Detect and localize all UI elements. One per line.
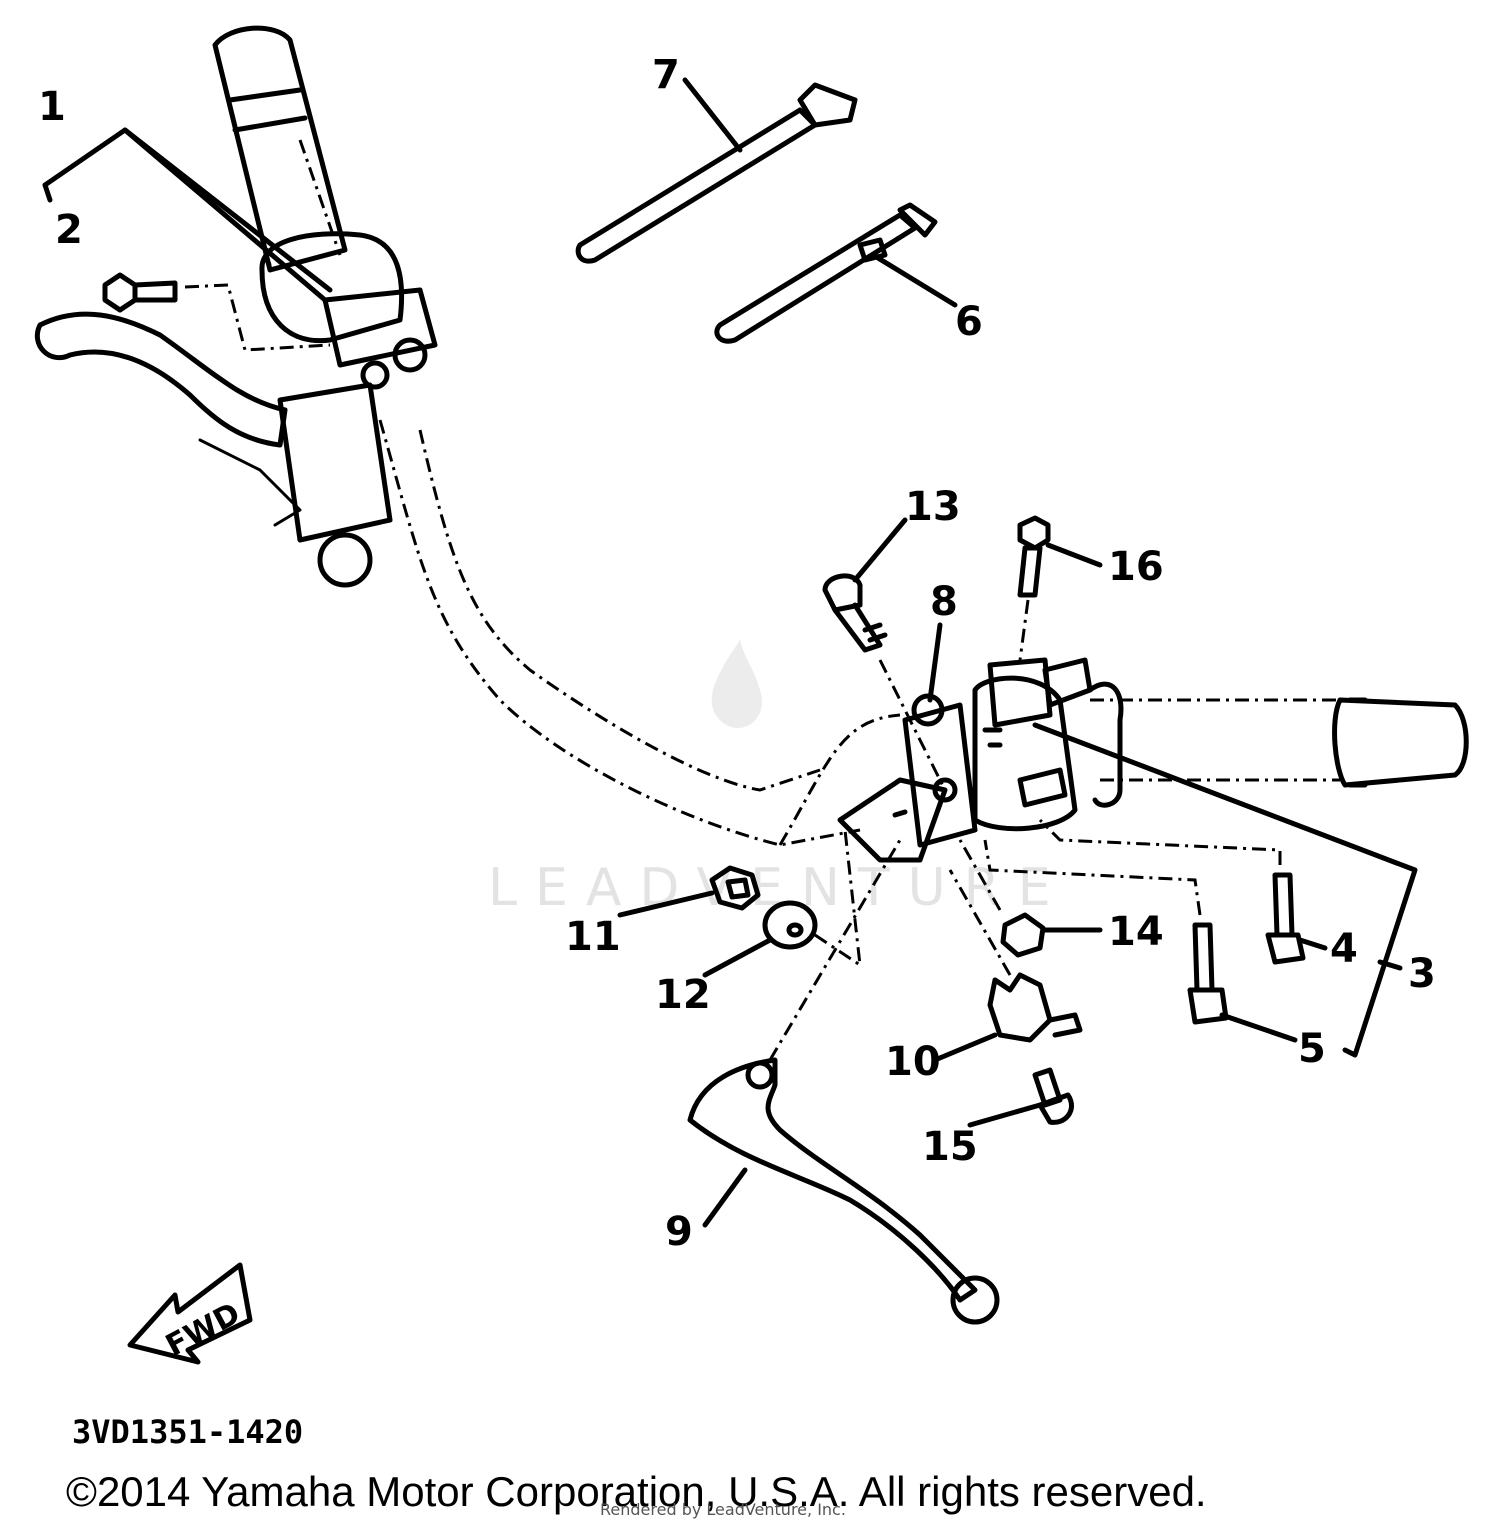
nut-14	[958, 839, 1103, 958]
lever-9	[687, 839, 1000, 1325]
callout-14: 14	[1108, 909, 1164, 955]
watermark-text: LEADVENTURE	[488, 858, 1069, 918]
callout-2: 2	[55, 207, 83, 253]
callout-7: 7	[652, 52, 680, 98]
callout-16: 16	[1108, 544, 1164, 590]
callout-10: 10	[885, 1039, 941, 1085]
screw-2	[102, 272, 331, 352]
fwd-arrow: FWD	[127, 1262, 253, 1365]
callout-13: 13	[905, 484, 961, 530]
screw-4	[1038, 818, 1328, 965]
fwd-label: FWD	[160, 1296, 246, 1364]
bracket-1	[42, 127, 333, 303]
switch-10	[932, 869, 1083, 1063]
left-lever	[34, 311, 302, 527]
callout-5: 5	[1298, 1026, 1326, 1072]
left-grip-assembly	[212, 25, 438, 588]
leader-8	[927, 622, 943, 703]
callout-15: 15	[922, 1124, 978, 1170]
callout-9: 9	[665, 1209, 693, 1255]
diagram-code: 3VD1351-1420	[72, 1413, 303, 1451]
callout-4: 4	[1330, 926, 1358, 972]
callout-8: 8	[930, 579, 958, 625]
handlebar	[378, 419, 1340, 847]
bracket-3	[1032, 722, 1418, 1058]
part-callouts: 1 2 3 4 5 6 7 8 9 10 11 12 13 14 15 16	[38, 52, 1436, 1255]
bolt-16	[1017, 515, 1103, 661]
right-switch-assembly	[972, 657, 1469, 832]
washer-12	[702, 829, 862, 978]
screw-5	[983, 839, 1298, 1043]
callout-1: 1	[38, 84, 66, 130]
callout-11: 11	[565, 914, 621, 960]
callout-12: 12	[655, 972, 711, 1018]
nut-11	[617, 865, 761, 918]
callout-6: 6	[955, 299, 983, 345]
screw-15	[967, 1067, 1074, 1128]
cable-tie-7	[575, 77, 858, 264]
rendered-by-notice: Rendered by LeadVenture, Inc.	[600, 1500, 846, 1519]
pivot-bolt-13	[822, 517, 947, 791]
cable-tie-6	[714, 202, 958, 344]
lever-bracket	[837, 693, 978, 863]
callout-3: 3	[1408, 951, 1436, 997]
watermark: LEADVENTURE	[488, 640, 1069, 918]
copyright-notice: ©2014 Yamaha Motor Corporation, U.S.A. A…	[66, 1468, 1207, 1515]
